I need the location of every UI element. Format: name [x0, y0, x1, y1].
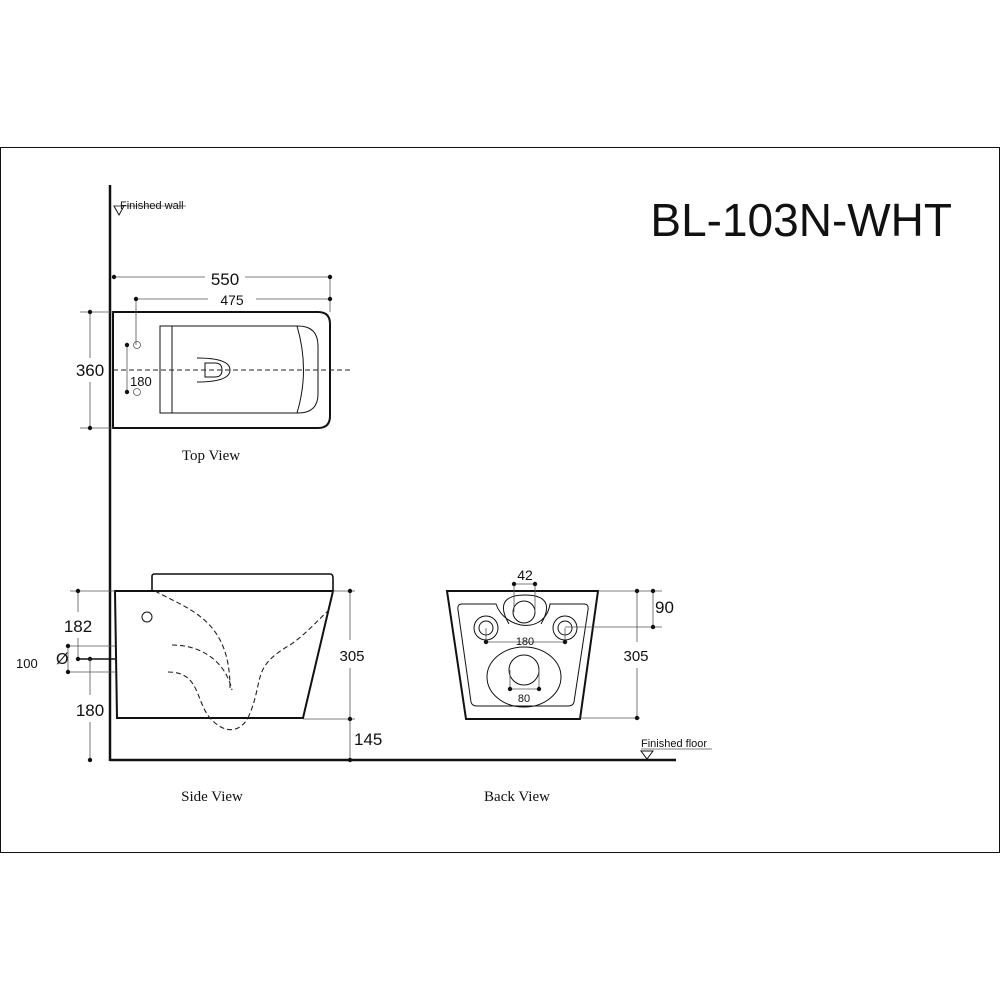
dim-height-back: 305 — [623, 648, 648, 665]
dim-inlet-width: 42 — [517, 567, 533, 583]
dim-bolt-spacing-back: 180 — [516, 636, 534, 648]
dim-inlet-height: 182 — [64, 617, 92, 636]
dim-height: 305 — [339, 648, 364, 665]
dim-length: 550 — [211, 270, 239, 289]
diameter-symbol: Ø — [56, 651, 68, 668]
back-view-label: Back View — [484, 789, 550, 805]
back-view: 42 180 80 90 305 — [445, 567, 674, 721]
dim-inlet-depth: 90 — [655, 598, 674, 617]
top-view: 550 475 360 180 — [76, 270, 350, 431]
dim-width: 360 — [76, 361, 104, 380]
dim-outlet: 80 — [518, 693, 530, 705]
floor-marker-icon — [640, 750, 654, 760]
dim-outlet-height: 180 — [76, 701, 104, 720]
finished-wall-label: Finished wall — [120, 200, 184, 212]
side-view: 182 Ø 100 180 305 145 — [16, 573, 382, 763]
drawing-frame — [0, 147, 1000, 853]
top-view-label: Top View — [182, 448, 240, 464]
dim-inlet: 475 — [220, 292, 244, 308]
finished-floor-label: Finished floor — [641, 738, 707, 750]
dim-floor-gap: 145 — [354, 730, 382, 749]
side-view-label: Side View — [181, 789, 243, 805]
model-title: BL-103N-WHT — [650, 194, 952, 246]
dim-bolt-spacing: 180 — [130, 374, 152, 389]
dim-diameter: 100 — [16, 656, 38, 671]
